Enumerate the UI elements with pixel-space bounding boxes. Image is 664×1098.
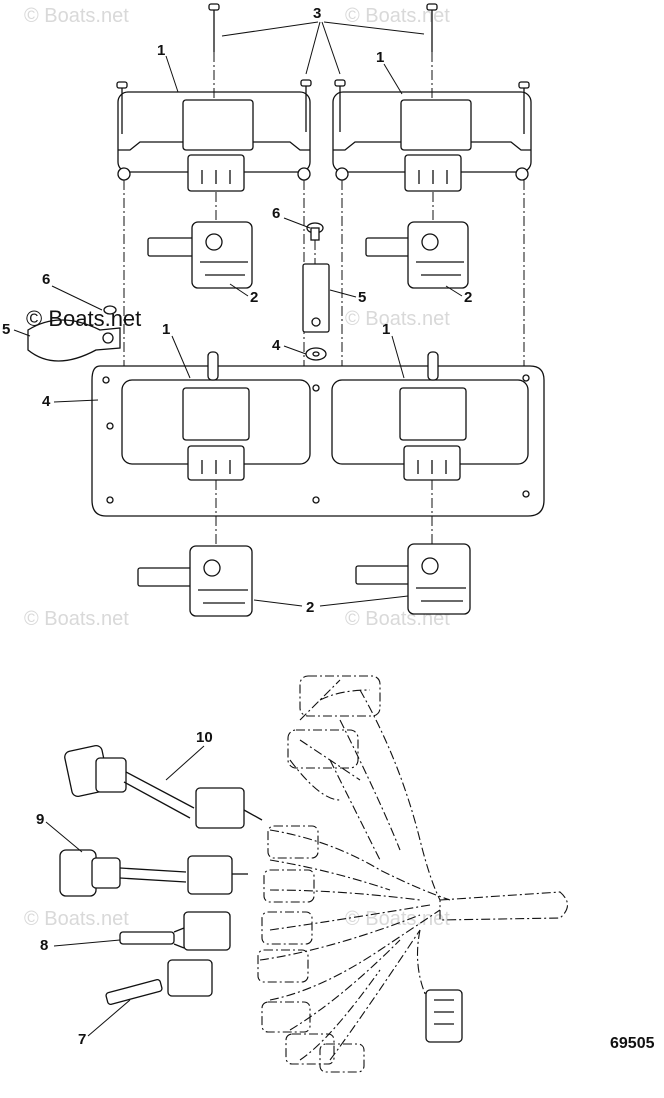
callout-4: 4	[272, 337, 281, 354]
watermark: © Boats.net	[24, 608, 129, 630]
callout-2: 2	[464, 289, 472, 306]
part-number: 69505	[610, 1035, 655, 1052]
callout-5: 5	[2, 321, 10, 338]
lower-ecm-right	[331, 351, 529, 481]
watermark: © Boats.net	[24, 908, 129, 930]
mounting-screws	[116, 3, 530, 134]
connector-lower-left	[137, 545, 253, 617]
callouts-bottom: 10 9 8 7	[36, 729, 213, 1048]
callouts-top: 3 1 1 6 5 4 2 2 6 5 4 1 1 2	[2, 5, 472, 616]
callout-1: 1	[376, 49, 384, 66]
callout-7: 7	[78, 1031, 86, 1048]
watermark: © Boats.net	[345, 5, 450, 27]
callout-1: 1	[382, 321, 390, 338]
bracket-5	[302, 240, 330, 333]
upper-ecm-right	[332, 91, 532, 192]
callout-9: 9	[36, 811, 44, 828]
jumper-harness-10	[64, 745, 263, 829]
upper-ecm-left	[117, 91, 311, 192]
connector-upper-right	[365, 221, 469, 289]
callout-2: 2	[306, 599, 314, 616]
callout-6: 6	[42, 271, 50, 288]
callout-4: 4	[42, 393, 51, 410]
washer-4	[305, 347, 327, 361]
callout-1: 1	[157, 42, 165, 59]
watermark: © Boats.net	[345, 308, 450, 330]
watermark: © Boats.net	[345, 908, 450, 930]
watermark-dark: © Boats.net	[26, 306, 141, 331]
jumper-harness-7	[105, 959, 213, 1006]
callout-5: 5	[358, 289, 366, 306]
lower-ecm-left	[121, 351, 311, 481]
connector-lower-right	[355, 543, 471, 615]
callout-8: 8	[40, 937, 48, 954]
jumper-harness-9	[59, 849, 248, 897]
callout-10: 10	[196, 729, 213, 746]
watermark: © Boats.net	[24, 5, 129, 27]
callout-6: 6	[272, 205, 280, 222]
grommet-pin-6	[306, 222, 324, 241]
watermark-layer: © Boats.net © Boats.net © Boats.net © Bo…	[24, 5, 450, 930]
callout-2: 2	[250, 289, 258, 306]
connector-upper-left	[147, 221, 253, 289]
callout-1: 1	[162, 321, 170, 338]
callout-3: 3	[313, 5, 321, 22]
jumper-harness-8	[119, 911, 231, 951]
wiring-harness	[257, 675, 569, 1073]
